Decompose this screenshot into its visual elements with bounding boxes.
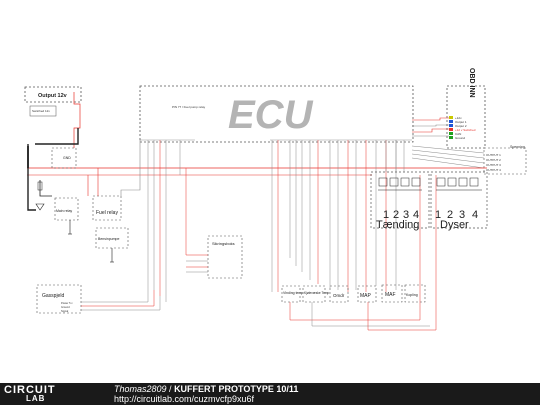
obd-pin-3-label: Output 2 [455, 124, 467, 128]
ecu-title: ECU [228, 93, 314, 137]
wire-gas-3 [81, 296, 161, 311]
injector-num-1: 1 [435, 209, 441, 221]
injectors [436, 177, 482, 191]
ignition-num-3: 3 [403, 209, 409, 221]
fuel-pump-label: Bensinpumpe [98, 237, 119, 241]
gas-pin-1: Power 5 v [61, 301, 73, 305]
sensor-box-2 [302, 285, 326, 303]
obd-pin-5 [449, 132, 453, 135]
sensor-box-5 [381, 284, 403, 303]
ignition-num-4: 4 [413, 209, 419, 221]
obd-pin-6-label: Ground [455, 136, 465, 140]
logo-bottom-text: LAB [26, 394, 46, 403]
output-box-right [483, 147, 527, 175]
sensor-1-label: Vinding temp [283, 291, 303, 295]
injector-num-4: 4 [472, 209, 478, 221]
obd-pin-6 [449, 136, 453, 139]
ignition-num-2: 2 [393, 209, 399, 221]
obd-pin-4-label: +12 v Switched [455, 128, 476, 132]
injector-num-2: 2 [447, 209, 453, 221]
ignition-num-1: 1 [383, 209, 389, 221]
wire-sensor-return-2 [311, 302, 430, 327]
circuit-url[interactable]: http://circuitlab.com/cuzmvcfp9xu6f [114, 394, 255, 404]
wire-sensor-return-1 [289, 302, 420, 321]
circuitlab-logo[interactable]: CIRCUIT LAB [4, 384, 94, 404]
wire-out-2 [411, 149, 485, 159]
wire-sensor-return-3 [367, 302, 436, 331]
output-12v-box [24, 86, 82, 103]
wire-obd-2 [412, 124, 449, 127]
schematic-diagram: ECU PIN 77 / Fuel pump relay OBD INN +12… [24, 68, 527, 331]
wire-gas-2 [81, 290, 155, 307]
wire-output-12v [73, 92, 81, 148]
obd-title: OBD INN [468, 68, 475, 98]
injector-num-3: 3 [459, 209, 465, 221]
wire-ecu-fuel-relay [120, 140, 141, 196]
ecu-box [139, 85, 414, 143]
injector-label: Dyser [440, 219, 469, 231]
wire-out-3 [411, 153, 485, 164]
wire-gas-1 [81, 284, 149, 303]
sensor-2-label: Kjølevæske Temp [304, 291, 329, 295]
wire-black-top [35, 128, 79, 145]
obd-pin-2 [449, 120, 453, 123]
resistor-icon [37, 181, 43, 191]
credit-separator: / [166, 384, 175, 394]
credit-line: Thomas2809 / KUFFERT PROTOTYPE 10/11 [114, 384, 298, 394]
gas-pedal-label: Gasspjeld [42, 293, 64, 299]
gnd-wire-left [27, 144, 36, 211]
switched-12v-label: Switched 12v [32, 109, 50, 113]
right-output-2: OUTPUT 2 [486, 158, 501, 162]
sensor-box-3 [329, 285, 349, 303]
obd-pin-4 [449, 128, 453, 131]
ignition-box [370, 171, 430, 229]
logo-top-text: CIRCUIT [4, 384, 56, 396]
obd-pin-1-label: +12v [455, 116, 462, 120]
right-out-label: Spenning [510, 145, 525, 149]
ecu-note: PIN 77 / Fuel pump relay [172, 105, 206, 109]
sensor-box-4 [357, 285, 377, 303]
gas-pin-3: Signal [61, 309, 69, 313]
distributor-box [207, 235, 243, 279]
diode-icon [35, 203, 45, 211]
main-relay-label: Main relay [56, 209, 72, 213]
fuel-relay-box [92, 195, 122, 221]
sensor-3-label: Omdr [333, 293, 345, 298]
gas-pedal-box [36, 284, 82, 314]
wire-obd-3 [412, 128, 449, 133]
gnd-label: GND [63, 156, 71, 160]
ignition-coils [378, 177, 422, 191]
sensor-4-label: MAP [360, 293, 372, 299]
wire-resistor [39, 180, 52, 197]
fuel-relay-label: Fuel relay [96, 210, 118, 216]
right-output-3: OUTPUT 3 [486, 163, 501, 167]
footer-bar: CIRCUIT LAB Thomas2809 / KUFFERT PROTOTY… [0, 383, 540, 405]
obd-pin-1 [449, 116, 453, 119]
obd-pins: +12v Output 1 Output 2 +12 v Switched CA… [449, 116, 476, 140]
gas-pin-2: Ground [61, 305, 70, 309]
wire-out-4 [411, 157, 485, 169]
main-relay-box [54, 197, 79, 221]
obd-pin-3 [449, 124, 453, 127]
ignition-label: Tænding [376, 219, 419, 231]
obd-pin-2-label: Output 1 [455, 120, 467, 124]
author-link[interactable]: Thomas2809 [114, 384, 167, 394]
wire-out-1 [411, 145, 485, 154]
injector-box [430, 171, 488, 229]
distributor-label: Sikringsboks [212, 241, 235, 246]
output-12v-label: Output 12v [38, 93, 68, 99]
circuit-title[interactable]: KUFFERT PROTOTYPE 10/11 [174, 384, 299, 394]
obd-pin-5-label: CAN [455, 132, 461, 136]
sensor-box-6 [404, 284, 426, 303]
sensor-5-label: MAF [385, 292, 396, 298]
sensor-6-label: Kopling [406, 293, 418, 297]
obd-box [446, 85, 486, 149]
switched-12v-box [29, 105, 57, 117]
ignition-switch-box [51, 147, 77, 169]
wire-obd-1 [412, 117, 449, 121]
right-output-1: OUTPUT 1 [486, 153, 501, 157]
right-output-4: OUTPUT 4 [486, 168, 501, 172]
ecu-sensor-wires [271, 140, 397, 292]
sensor-box-1 [281, 285, 301, 303]
